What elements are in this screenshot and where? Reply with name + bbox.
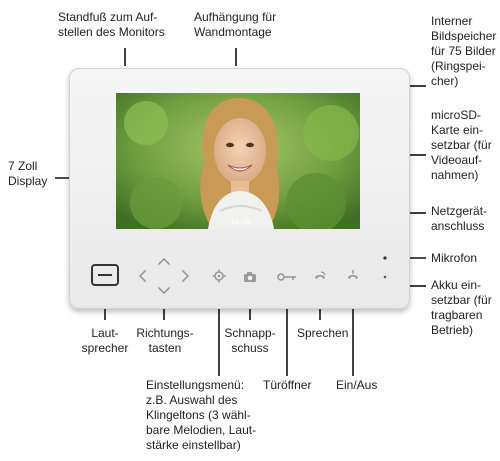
label-richtungstasten: Richtungs- tasten <box>136 326 194 355</box>
power-icon[interactable] <box>346 269 360 283</box>
label-tueroeffner: Türöffner <box>263 378 312 392</box>
phone-talk-icon[interactable] <box>313 269 327 283</box>
label-sprechen: Sprechen <box>297 326 349 340</box>
arrow-right-icon <box>182 270 190 282</box>
settings-gear-icon[interactable] <box>212 269 226 283</box>
speaker-icon <box>91 264 119 286</box>
display-screen <box>116 93 360 229</box>
label-akku: Akku ein- setzbar (für tragbaren Betrieb… <box>431 278 492 337</box>
label-standfuss: Standfuß zum Auf- stellen des Monitors <box>58 10 165 39</box>
label-bildspeicher: Interner Bildspeicher für 75 Bilder (Rin… <box>431 14 497 88</box>
indicator-dot-icon <box>383 275 387 279</box>
label-netzgeraet: Netzgerät- anschluss <box>431 204 488 233</box>
key-icon[interactable] <box>277 272 297 282</box>
label-schnappschuss: Schnapp- schuss <box>224 326 276 355</box>
direction-keys[interactable] <box>136 258 192 294</box>
label-lautsprecher: Laut- sprecher <box>81 326 129 355</box>
label-einstellungsmenue: Einstellungsmenü: z.B. Auswahl des Kling… <box>146 378 257 452</box>
label-display: 7 Zoll Display <box>8 159 48 188</box>
label-mikrofon: Mikrofon <box>431 251 478 265</box>
label-aufhaengung: Aufhängung für Wandmontage <box>194 10 277 39</box>
label-einaus: Ein/Aus <box>336 378 378 392</box>
arrow-up-icon <box>158 258 170 265</box>
microphone-icon <box>383 256 387 260</box>
label-microsd: microSD- Karte ein- setzbar (für Videoau… <box>431 108 492 182</box>
screen-timestamp: 14:20 <box>230 218 252 226</box>
camera-icon[interactable] <box>243 270 257 284</box>
arrow-left-icon <box>138 270 146 282</box>
arrow-down-icon <box>158 287 170 294</box>
portrait-image <box>116 93 360 229</box>
